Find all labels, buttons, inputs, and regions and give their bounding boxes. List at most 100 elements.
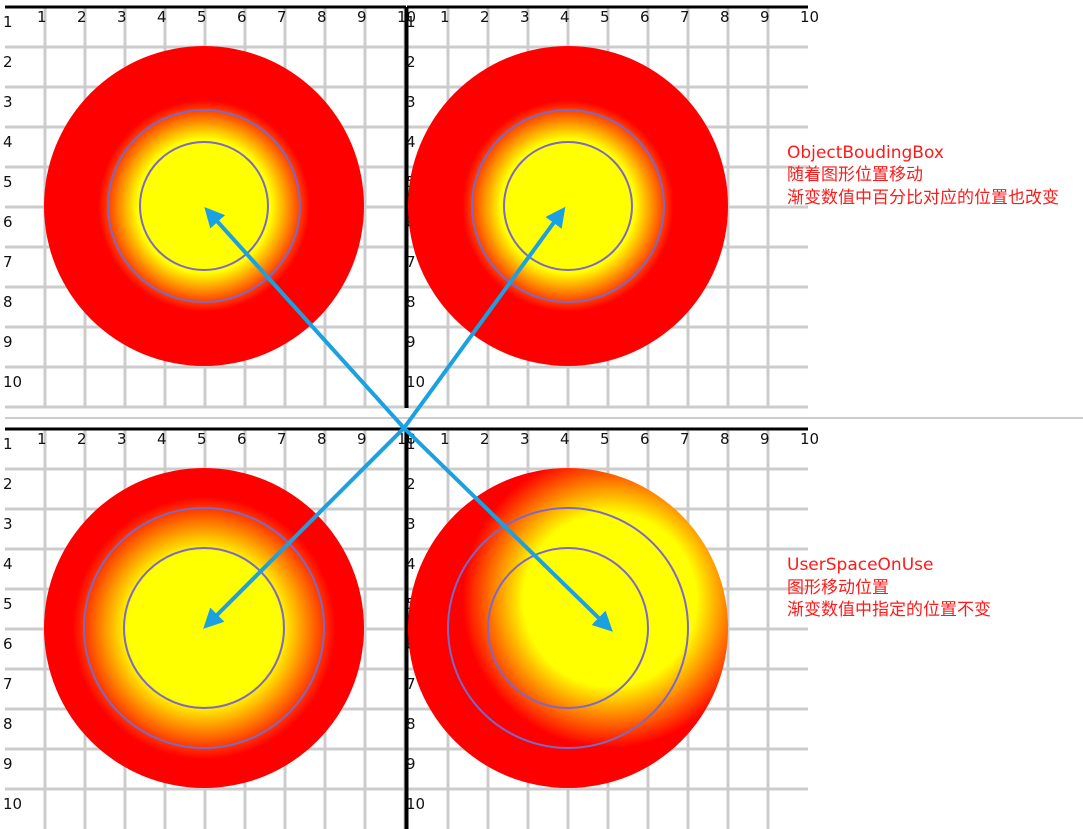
axis-lines	[405, 427, 808, 829]
inner-ring	[487, 547, 649, 709]
x-tick-label: 4	[560, 430, 570, 448]
y-tick-label: 4	[3, 555, 13, 573]
x-tick-labels: 1 2 3 4 5 6 7 8 9 10	[440, 430, 819, 448]
y-tick-label: 2	[3, 53, 13, 71]
y-tick-label: 5	[3, 173, 13, 191]
y-tick-label: 1	[406, 13, 416, 31]
x-tick-label: 8	[317, 430, 327, 448]
inner-ring	[503, 141, 633, 271]
x-tick-label: 8	[317, 8, 327, 26]
y-tick-label: 10	[406, 795, 425, 813]
x-tick-label: 3	[520, 8, 530, 26]
x-tick-label: 7	[680, 430, 690, 448]
y-tick-labels: 1 2 3 4 5 6 7 8 9 10	[3, 13, 22, 391]
x-tick-label: 1	[440, 8, 450, 26]
gradient-disc	[408, 46, 728, 366]
note-line: 渐变数值中百分比对应的位置也改变	[787, 188, 1059, 208]
x-tick-label: 8	[720, 8, 730, 26]
y-tick-label: 8	[3, 293, 13, 311]
y-tick-label: 7	[3, 253, 13, 271]
x-tick-label: 7	[277, 430, 287, 448]
arrows	[203, 206, 613, 632]
x-tick-label: 4	[560, 8, 570, 26]
x-tick-label: 4	[157, 430, 167, 448]
x-tick-label: 2	[77, 430, 87, 448]
x-tick-label: 10	[800, 430, 819, 448]
y-tick-label: 4	[3, 133, 13, 151]
x-tick-label: 10	[800, 8, 819, 26]
y-tick-label: 3	[406, 93, 416, 111]
x-tick-label: 3	[520, 430, 530, 448]
y-tick-label: 10	[3, 795, 22, 813]
outer-ring	[471, 109, 665, 303]
y-tick-label: 2	[406, 475, 416, 493]
x-tick-label: 9	[760, 8, 770, 26]
arrow-to-top-right-center	[402, 206, 566, 430]
y-tick-label: 2	[406, 53, 416, 71]
x-tick-label: 3	[117, 430, 127, 448]
y-tick-label: 8	[406, 715, 416, 733]
x-tick-label: 7	[680, 8, 690, 26]
x-tick-label: 9	[357, 430, 367, 448]
note-line: 图形移动位置	[787, 578, 889, 598]
x-tick-label: 6	[640, 430, 650, 448]
x-tick-label: 2	[480, 8, 490, 26]
y-tick-label: 3	[3, 515, 13, 533]
x-tick-label: 6	[237, 8, 247, 26]
y-tick-label: 3	[3, 93, 13, 111]
arrow-to-bottom-left-center	[203, 426, 406, 629]
x-tick-label: 1	[440, 430, 450, 448]
axis-lines	[405, 5, 808, 408]
x-tick-label: 4	[157, 8, 167, 26]
x-tick-label: 8	[720, 430, 730, 448]
x-tick-label: 5	[600, 430, 610, 448]
y-tick-label: 9	[406, 755, 416, 773]
note-object-bounding-box: ObjectBoudingBox 随着图形位置移动 渐变数值中百分比对应的位置也…	[787, 143, 1059, 208]
y-tick-label: 9	[406, 333, 416, 351]
y-tick-label: 7	[406, 675, 416, 693]
y-tick-label: 1	[3, 13, 13, 31]
arrow-to-bottom-right-center	[402, 426, 613, 632]
x-tick-label: 2	[77, 8, 87, 26]
x-tick-label: 3	[117, 8, 127, 26]
y-tick-label: 4	[406, 133, 416, 151]
panel-top-left: 1 2 3 4 5 6 7 8 9 10 1 2 3 4 5 6 7 8 9 10	[3, 5, 416, 409]
x-tick-label: 9	[760, 430, 770, 448]
x-tick-label: 1	[37, 430, 47, 448]
x-tick-label: 7	[277, 8, 287, 26]
gradient-disc	[408, 468, 728, 788]
y-tick-label: 5	[3, 595, 13, 613]
y-tick-label: 9	[3, 755, 13, 773]
note-user-space-on-use: UserSpaceOnUse 图形移动位置 渐变数值中指定的位置不变	[787, 555, 991, 620]
y-tick-label: 9	[3, 333, 13, 351]
y-tick-label: 10	[3, 373, 22, 391]
note-line: 渐变数值中指定的位置不变	[787, 600, 991, 620]
note-line: 随着图形位置移动	[787, 165, 923, 185]
x-tick-label: 6	[237, 430, 247, 448]
outer-ring	[107, 109, 301, 303]
arrow-to-top-left-center	[204, 207, 406, 430]
y-tick-label: 1	[406, 435, 416, 453]
x-tick-label: 6	[640, 8, 650, 26]
y-tick-label: 3	[406, 515, 416, 533]
y-tick-label: 10	[406, 373, 425, 391]
y-tick-label: 8	[3, 715, 13, 733]
note-title: UserSpaceOnUse	[787, 555, 933, 575]
x-tick-label: 9	[357, 8, 367, 26]
x-tick-label: 1	[37, 8, 47, 26]
x-tick-label: 5	[197, 8, 207, 26]
gradient-disc	[44, 46, 364, 366]
y-tick-label: 6	[3, 213, 13, 231]
inner-ring	[139, 141, 269, 271]
inner-ring	[123, 547, 285, 709]
y-tick-label: 4	[406, 555, 416, 573]
outer-ring	[83, 507, 325, 749]
panel-bottom-right: 1 2 3 4 5 6 7 8 9 10 1 2 3 4 5 6 7 8 9 10	[405, 427, 819, 829]
x-tick-label: 2	[480, 430, 490, 448]
y-tick-label: 8	[406, 293, 416, 311]
